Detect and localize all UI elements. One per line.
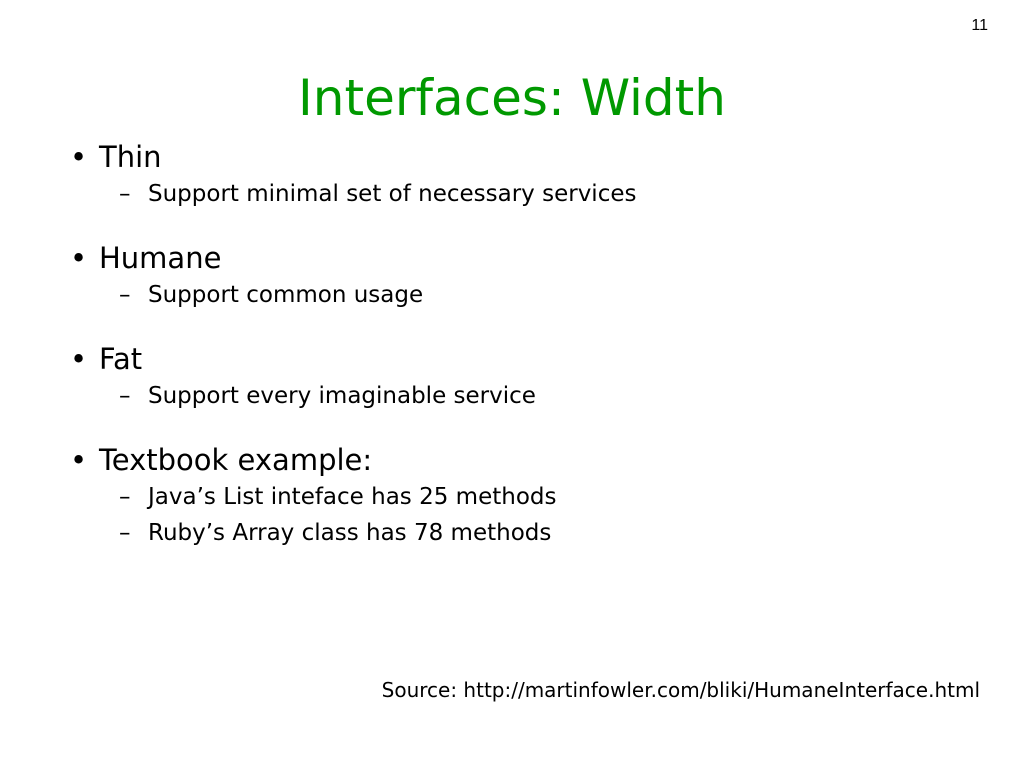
bullet-item-textbook-example: Textbook example: Java’s List inteface h… — [68, 442, 968, 551]
sub-bullet-item: Support common usage — [99, 277, 968, 313]
bullet-label: Textbook example: — [99, 443, 373, 477]
sub-bullet-list: Support common usage — [99, 277, 968, 313]
sub-bullet-list: Support every imaginable service — [99, 378, 968, 414]
bullet-item-humane: Humane Support common usage — [68, 240, 968, 313]
bullet-item-thin: Thin Support minimal set of necessary se… — [68, 139, 968, 212]
bullet-label: Thin — [99, 140, 162, 174]
slide-title: Interfaces: Width — [298, 69, 726, 127]
bullet-list: Thin Support minimal set of necessary se… — [68, 139, 968, 579]
sub-bullet-list: Java’s List inteface has 25 methods Ruby… — [99, 479, 968, 551]
bullet-label: Fat — [99, 342, 143, 376]
bullet-label: Humane — [99, 241, 222, 275]
page-number: 11 — [971, 17, 988, 34]
bullet-item-fat: Fat Support every imaginable service — [68, 341, 968, 414]
sub-bullet-item: Support minimal set of necessary service… — [99, 176, 968, 212]
sub-bullet-list: Support minimal set of necessary service… — [99, 176, 968, 212]
source-citation: Source: http://martinfowler.com/bliki/Hu… — [381, 678, 980, 702]
sub-bullet-item: Java’s List inteface has 25 methods — [99, 479, 968, 515]
sub-bullet-item: Ruby’s Array class has 78 methods — [99, 515, 968, 551]
sub-bullet-item: Support every imaginable service — [99, 378, 968, 414]
